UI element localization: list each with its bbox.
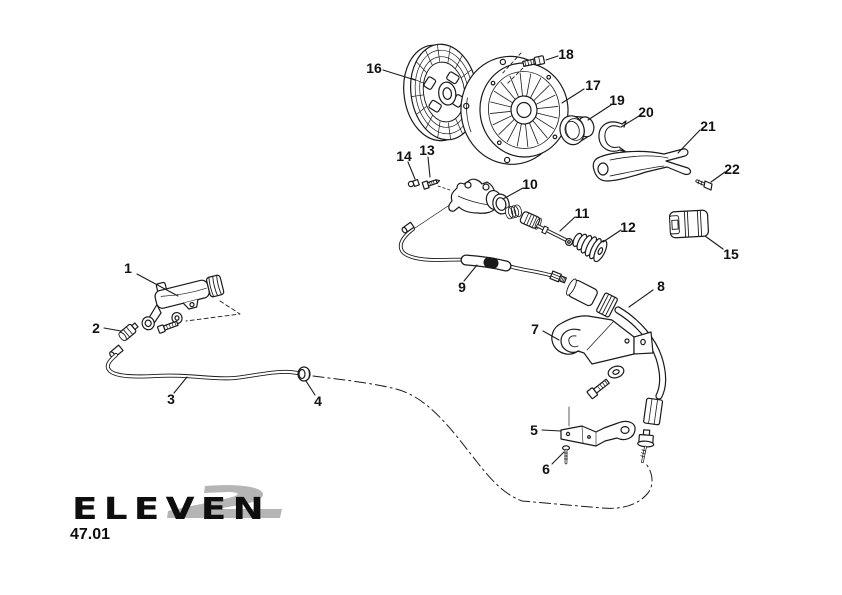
callout-14: 14 [396,148,412,164]
callout-15: 15 [723,246,739,262]
page-code: 47.01 [70,526,111,543]
callout-13: 13 [419,142,435,158]
part-2-connector [118,322,139,342]
logo-swoosh [167,485,282,518]
callout-20: 20 [638,104,654,120]
part-14-cap [407,178,420,188]
callout-8: 8 [657,278,665,294]
callout-4: 4 [314,393,322,409]
part-18-bolt [500,52,546,85]
part-20-retaining-clip [598,120,627,153]
callout-21: 21 [700,118,716,134]
part-15-damper-block [669,209,709,239]
part-9-pipe [398,221,567,284]
part-1-master-cylinder [141,274,241,334]
callout-6: 6 [542,461,550,477]
callout-7: 7 [531,321,539,337]
callout-18: 18 [558,46,574,62]
part-19-release-bearing [559,115,595,146]
route-centerline [312,375,653,509]
callout-1: 1 [124,260,132,276]
part-11-pushrod [536,224,573,247]
part-21-release-fork [592,148,692,182]
callout-16: 16 [366,60,382,76]
part-6-screw [561,445,570,465]
callout-11: 11 [574,205,590,221]
callout-9: 9 [458,279,466,295]
part-13-bleed-screw [421,179,451,191]
part-7-bracket [551,315,654,400]
brand-logo-text: ELEVEN [72,492,270,527]
part-3-pipe [105,344,300,381]
callout-17: 17 [585,77,601,93]
part-10-piston-seal-group [492,193,542,230]
callout-leader-lines [103,55,726,465]
callout-5: 5 [530,422,538,438]
part-8-hose [566,278,667,464]
callout-10: 10 [522,176,538,192]
part-5-bracket [560,406,636,447]
part-17-pressure-plate [460,55,569,165]
callout-3: 3 [167,391,175,407]
callout-12: 12 [620,219,636,235]
callout-19: 19 [609,92,625,108]
hose-end-bolt [637,429,655,464]
callout-22: 22 [724,161,740,177]
part-4-grommet [297,366,311,382]
brand-logo: ELEVEN [72,485,282,527]
part-12-boot [572,232,608,263]
callout-2: 2 [92,320,100,336]
part-22-pivot-pin [695,179,713,191]
